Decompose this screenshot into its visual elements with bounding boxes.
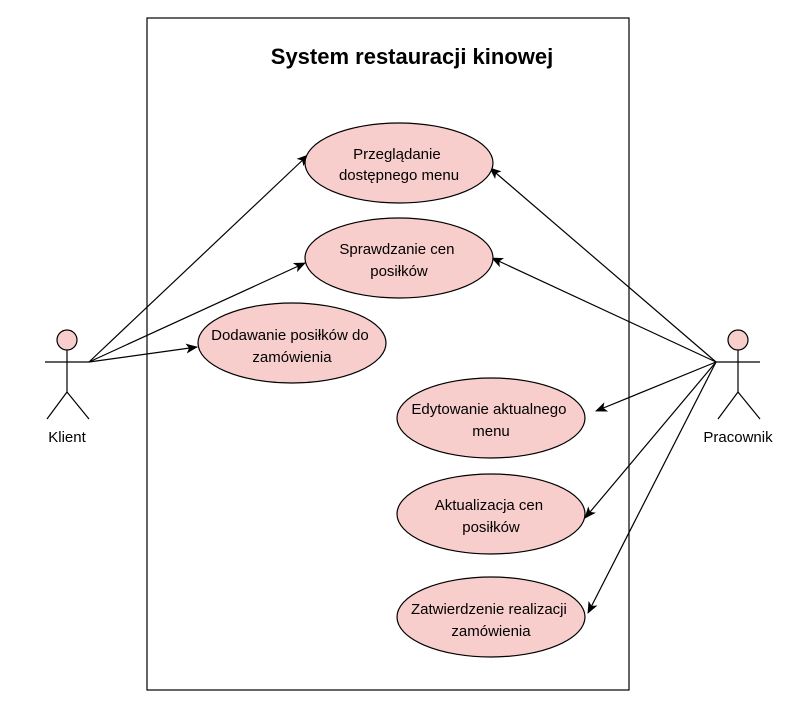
actor-label: Klient	[48, 429, 86, 446]
svg-text:Aktualizacja cen posił: Aktualizacja cen posiłków	[435, 497, 548, 536]
use-case-przegladanie-menu[interactable]: Przeglądanie dostępnego menu	[304, 122, 494, 204]
actor-left-leg	[717, 391, 739, 420]
actor-pracownik[interactable]: Pracownik	[703, 329, 773, 446]
association-klient-uc2	[88, 262, 306, 363]
svg-text:Edytowanie aktualnego: Edytowanie aktualnego menu	[411, 401, 570, 440]
use-case-aktualizacja-cen[interactable]: Aktualizacja cen posiłków	[396, 473, 586, 555]
use-case-line-1: Edytowanie aktualnego	[411, 401, 566, 418]
actor-right-leg	[66, 391, 90, 420]
svg-text:Przeglądanie dostępneg: Przeglądanie dostępnego menu	[339, 146, 459, 184]
use-case-line-2: posiłków	[462, 519, 520, 536]
use-case-line-1: Sprawdzanie cen	[339, 241, 454, 258]
associations	[88, 154, 717, 614]
actor-label: Pracownik	[703, 429, 773, 446]
use-case-line-2: zamówienia	[451, 623, 531, 640]
use-case-line-1: Przeglądanie	[353, 146, 441, 163]
association-pracownik-uc4	[595, 361, 717, 412]
association-pracownik-uc1	[489, 167, 717, 363]
use-case-line-1: Dodawanie posiłków do	[211, 327, 369, 344]
use-case-sprawdzanie-cen[interactable]: Sprawdzanie cen posiłków	[304, 217, 494, 299]
actor-klient[interactable]: Klient	[45, 329, 90, 446]
actor-right-leg	[737, 391, 761, 420]
association-klient-uc1	[88, 154, 309, 363]
actor-head	[56, 329, 78, 351]
use-case-dodawanie-posilkow[interactable]: Dodawanie posiłków do zamówienia	[197, 302, 387, 384]
association-klient-uc3	[88, 343, 198, 363]
use-case-line-1: Zatwierdzenie realizacji	[411, 601, 567, 618]
svg-text:Sprawdzanie cen posiłk: Sprawdzanie cen posiłków	[339, 241, 458, 280]
use-case-edytowanie-menu[interactable]: Edytowanie aktualnego menu	[396, 377, 586, 459]
use-case-line-2: posiłków	[370, 263, 428, 280]
use-case-zatwierdzenie-realizacji[interactable]: Zatwierdzenie realizacji zamówienia	[396, 576, 586, 658]
actor-left-leg	[46, 391, 68, 420]
use-case-line-2: menu	[472, 423, 510, 440]
association-pracownik-uc5	[584, 361, 717, 519]
use-cases: Przeglądanie dostępnego menu Sprawdzanie…	[197, 122, 586, 658]
actor-head	[727, 329, 749, 351]
svg-text:Zatwierdzenie realizacji: Zatwierdzenie realizacji zamówienia	[411, 601, 571, 640]
use-case-line-2: dostępnego menu	[339, 167, 459, 184]
use-case-line-1: Aktualizacja cen	[435, 497, 543, 514]
svg-text:Dodawanie posiłków do: Dodawanie posiłków do zamówienia	[211, 327, 373, 366]
use-case-line-2: zamówienia	[252, 349, 332, 366]
association-pracownik-uc6	[587, 361, 717, 614]
system-title: System restauracji kinowej	[271, 44, 553, 69]
association-pracownik-uc2	[491, 257, 717, 363]
